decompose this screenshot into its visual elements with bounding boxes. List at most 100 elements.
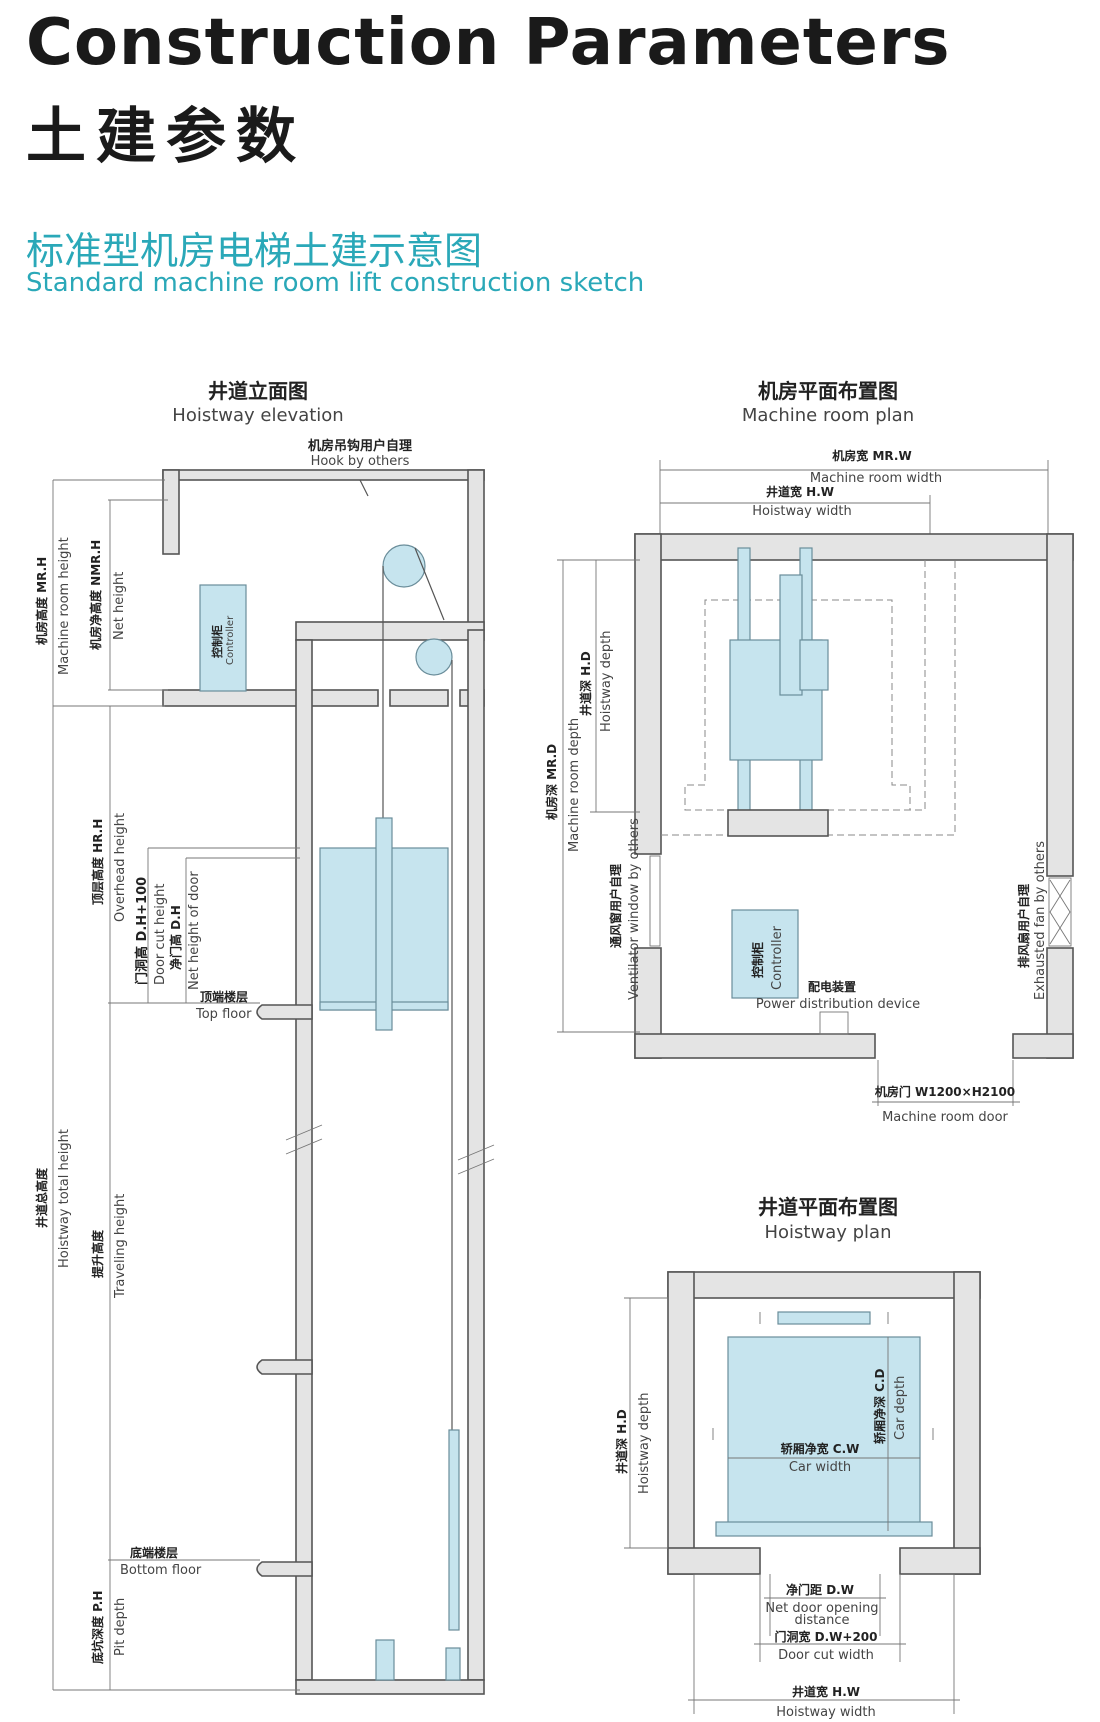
- car-buffer-icon: [375, 1639, 395, 1681]
- ventilator-window: [649, 855, 661, 947]
- cw-buffer-icon: [445, 1647, 461, 1681]
- total-height-en: Hoistway total height: [57, 1129, 72, 1268]
- cw-frame: [777, 1311, 871, 1325]
- dw-cn: 净门距 D.W: [786, 1582, 854, 1597]
- mr-plan-title-cn: 机房平面布置图: [758, 379, 898, 403]
- subtitle-en: Standard machine room lift construction …: [26, 268, 645, 298]
- ropes: [382, 547, 453, 1580]
- pit-depth-en: Pit depth: [113, 1598, 128, 1656]
- hr-h-en: Overhead height: [113, 813, 128, 922]
- dh-cn: 净门高 D.H: [168, 905, 183, 970]
- dim-door-opening: [764, 1574, 886, 1636]
- mr-plan-title-en: Machine room plan: [742, 405, 914, 426]
- hw-front-wall-right: [899, 1547, 981, 1575]
- vent-cn: 通风窗用户自理: [608, 864, 623, 948]
- mr-controller-cabinet: [731, 909, 799, 999]
- nmr-h-en: Net height: [112, 572, 127, 640]
- mr-floor-left: [162, 689, 379, 707]
- mr-hd-en: Hoistway depth: [599, 631, 614, 732]
- pit-floor: [295, 1679, 485, 1695]
- dh100-cn: 门洞高 D.H+100: [134, 877, 150, 985]
- hoistway-plan: 井道平面布置图 Hoistway plan 轿厢净宽 C.W Car width…: [614, 1195, 981, 1720]
- cw-en: Car width: [789, 1460, 851, 1475]
- machine-base: [727, 809, 829, 837]
- controller-cabinet: [199, 584, 247, 692]
- counterweight: [448, 1429, 460, 1631]
- mr-right-wall: [467, 469, 485, 631]
- mrw-en: Machine room width: [810, 471, 942, 486]
- mid-floor-slab: [256, 1359, 313, 1375]
- fan-cn: 排风扇用户自理: [1016, 884, 1031, 968]
- bottom-floor-slab: [256, 1561, 313, 1577]
- mr-hd-cn: 井道深 H.D: [578, 651, 593, 716]
- dim-mr-width: [659, 460, 1049, 540]
- dim-outer: [52, 479, 300, 1691]
- guide-rail-marks: [712, 1312, 934, 1440]
- mr-top-wall: [634, 533, 1074, 561]
- dim-hw-depth: [624, 1297, 668, 1549]
- car-guide-rail: [375, 817, 393, 1031]
- hwp-hd-en: Hoistway depth: [637, 1393, 652, 1494]
- hoistway-elevation: 井道立面图 Hoistway elevation 机房吊钩用户自理 Hook b…: [34, 379, 495, 1695]
- break-marks: [285, 1124, 495, 1175]
- total-height-cn: 井道总高度: [34, 1167, 49, 1228]
- power-distribution-box: [819, 1011, 849, 1035]
- dw200-en: Door cut width: [778, 1648, 874, 1663]
- dim-travel: [108, 706, 260, 1690]
- page-title-en: Construction Parameters: [26, 6, 951, 80]
- hw-en: Hoistway width: [752, 504, 851, 519]
- mrplan-controller-en: Controller: [770, 925, 785, 990]
- car-dim-lines: [728, 1337, 920, 1531]
- mrd-en: Machine room depth: [567, 718, 582, 852]
- mr-h-cn: 机房高度 MR.H: [34, 557, 49, 645]
- dim-hw-width-bottom: [688, 1574, 960, 1714]
- exhaust-fan-icon: [1048, 877, 1072, 947]
- bottom-floor-cn: 底端楼层: [130, 1545, 178, 1560]
- nmr-h-cn: 机房净高度 NMR.H: [88, 540, 103, 650]
- mr-roof: [162, 469, 485, 481]
- dim-hd: [590, 560, 640, 813]
- traction-sheave-icon: [382, 544, 426, 588]
- mr-bottom-wall-left: [634, 1033, 876, 1059]
- dim-door-cut: [754, 1574, 906, 1662]
- cd-en: Car depth: [893, 1376, 908, 1440]
- power-en: Power distribution device: [756, 997, 920, 1012]
- top-floor-slab: [256, 1004, 313, 1020]
- mr-floor-mid: [389, 689, 449, 707]
- hwp-hw-en: Hoistway width: [776, 1705, 875, 1720]
- fan-blades: [1049, 879, 1071, 945]
- top-floor-cn: 顶端楼层: [200, 989, 248, 1004]
- dw200-cn: 门洞宽 D.W+200: [774, 1629, 877, 1644]
- hw-front-wall-left: [667, 1547, 761, 1575]
- hw-top-wall: [667, 1271, 981, 1299]
- deflector-sheave-icon: [415, 638, 453, 676]
- dw-en1: Net door opening: [765, 1601, 878, 1616]
- subtitle-cn: 标准型机房电梯土建示意图: [26, 229, 483, 273]
- mr-bottom-wall-right: [1012, 1033, 1074, 1059]
- dh100-en: Door cut height: [153, 884, 168, 985]
- page-title-cn: 土建参数: [26, 102, 306, 172]
- elevation-title-en: Hoistway elevation: [172, 405, 343, 426]
- mr-h-en: Machine room height: [57, 537, 72, 675]
- travel-height-en: Traveling height: [113, 1194, 128, 1299]
- hw-car-sill: [715, 1521, 933, 1537]
- mr-left-wall-upper: [162, 469, 180, 555]
- machine-brake: [799, 639, 829, 691]
- hw-right-wall: [953, 1271, 981, 1575]
- mr-right-wall-a: [1046, 533, 1074, 877]
- mr-left-wall-a: [634, 533, 662, 855]
- elevation-title-cn: 井道立面图: [208, 379, 308, 403]
- hook-label-cn: 机房吊钩用户自理: [308, 438, 412, 454]
- hw-plan-title-en: Hoistway plan: [765, 1222, 892, 1243]
- hwp-hw-cn: 井道宽 H.W: [792, 1684, 860, 1699]
- hw-lift-car: [727, 1336, 921, 1532]
- hr-h-cn: 顶层高度 HR.H: [90, 819, 105, 905]
- machine-motor: [779, 574, 803, 696]
- travel-height-cn: 提升高度: [90, 1229, 105, 1278]
- dim-net-height: [108, 499, 168, 691]
- cd-cn: 轿厢净深 C.D: [872, 1368, 887, 1444]
- cw-cn: 轿厢净宽 C.W: [781, 1441, 860, 1456]
- mr-door-cn: 机房门 W1200×H2100: [875, 1084, 1015, 1099]
- top-floor-en: Top floor: [195, 1007, 252, 1022]
